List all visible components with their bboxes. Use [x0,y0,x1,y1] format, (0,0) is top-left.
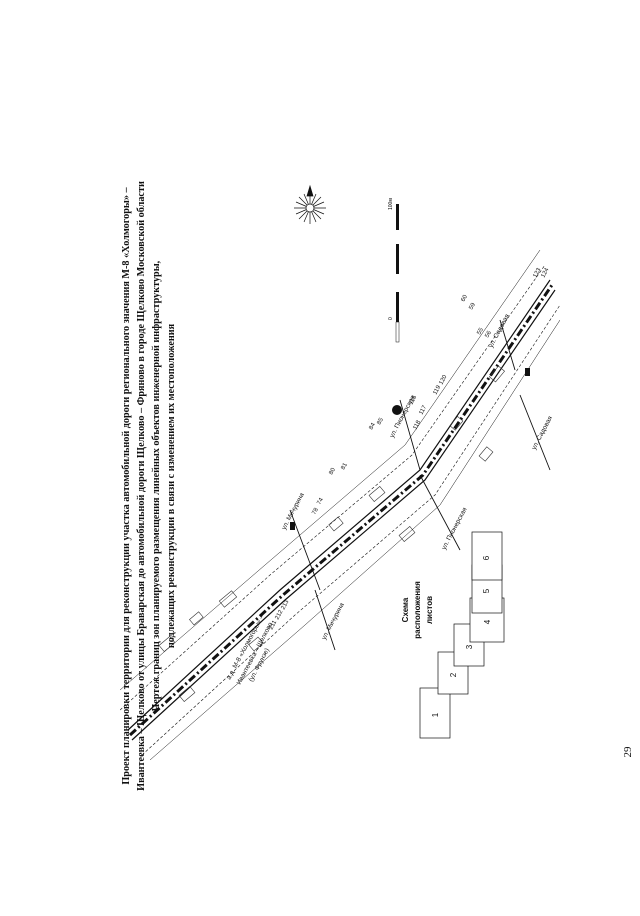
marker-icon [392,405,402,415]
point-label: 55 [476,327,485,336]
street-label-pionerskaya-bottom: ул. Пионерская [441,506,469,551]
street-label-michurina-bottom: ул. Мичурина [321,601,346,640]
road-labels: а.д. М-8 «Холмогоры» – Ивантеевка – Щелк… [226,313,555,686]
point-label: 80 [328,467,337,476]
street-label-sadovaya-top: ул. Садовая [488,313,512,349]
point-label: 84 [368,422,377,431]
sheet-1-box [419,687,451,739]
marker-icon [525,368,530,376]
sheet-layout-scheme [419,531,505,739]
point-label: 118 [412,419,422,431]
buildings [158,365,505,702]
sheet-scheme-title: Схема расположения листов [401,581,434,639]
point-label: 74 [316,497,325,506]
point-label: 212 [274,609,284,621]
north-arrow-icon [294,184,326,224]
point-label: 60 [460,294,469,303]
point-label: 116 [408,394,418,406]
scale-bar: 0 100м [388,198,400,343]
sheet-number: 1 [431,712,440,717]
road-corridor [120,249,560,760]
marker-icon [290,522,295,530]
point-label: 211 [268,619,278,631]
sheet-number: 5 [482,588,491,593]
point-label: 120 [438,374,448,386]
sheet-number: 3 [465,644,474,649]
point-labels: 211 212 213 78 74 80 81 84 85 116 117 11… [268,267,550,631]
point-label: 119 [432,384,442,396]
sheet-6-box [471,531,503,581]
scale-max-label: 100м [388,198,394,210]
point-label: 56 [484,330,493,339]
point-label: 124 [540,267,550,279]
point-label: 85 [376,417,385,426]
sheet-number: 2 [449,672,458,677]
point-label: 213 [280,599,290,611]
sheet-number: 6 [482,555,491,560]
scheme-title-line-1: Схема [401,597,410,622]
point-label: 123 [532,267,542,279]
point-label: 117 [418,404,428,416]
point-label: 78 [311,507,320,516]
sheet-numbers: 1 2 3 4 5 6 [431,555,492,717]
street-label-sadovaya-bottom: ул. Садовая [531,415,555,451]
point-label: 81 [340,462,349,471]
point-label: 59 [468,302,477,311]
scheme-title-line-2: расположения [413,581,422,639]
scheme-title-line-3: листов [425,596,434,624]
scale-zero-label: 0 [388,317,394,320]
sheet-number: 4 [483,619,492,624]
page-number: 29 [622,746,634,758]
site-plan-map: а.д. М-8 «Холмогоры» – Ивантеевка – Щелк… [120,184,560,760]
markers [290,368,530,530]
